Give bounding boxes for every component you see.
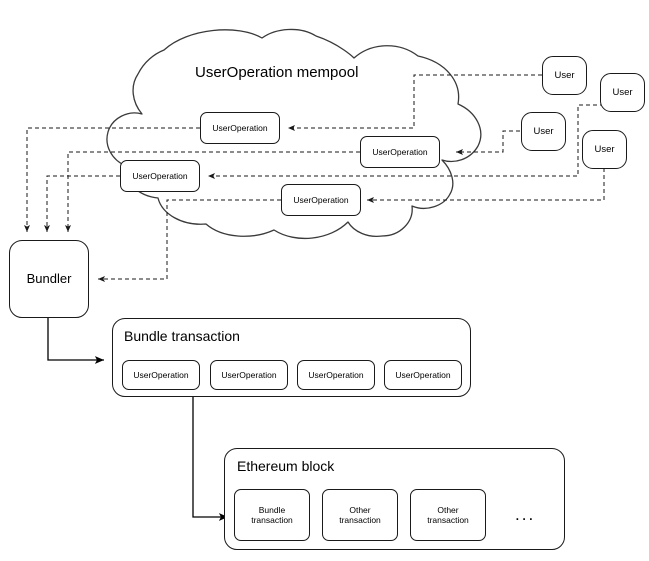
mempool-userop-1[interactable]: UserOperation — [200, 112, 280, 144]
mempool-userop-2[interactable]: UserOperation — [360, 136, 440, 168]
ethereum-block-overflow-ellipsis: ... — [515, 505, 536, 524]
user-node-1[interactable]: User — [542, 56, 587, 95]
user-node-3-label: User — [533, 125, 554, 137]
edge-userop1-to-bundler — [24, 127, 200, 232]
edge-userop4-to-bundler — [98, 199, 281, 282]
edge-user3-to-userop2 — [456, 130, 520, 155]
bundle-transaction-item-2-label: UserOperation — [221, 369, 277, 380]
edge-userop2-to-bundler — [65, 151, 360, 232]
mempool-userop-1-label: UserOperation — [212, 122, 268, 133]
edge-bundle-transaction-to-block — [192, 397, 228, 521]
ethereum-block-item-other-transaction-1[interactable]: Other transaction — [322, 489, 398, 541]
edge-bundler-to-bundle-transaction — [47, 318, 104, 364]
bundle-transaction-item-4[interactable]: UserOperation — [384, 360, 462, 390]
ethereum-block-item-3-line1: Other — [437, 504, 459, 515]
user-node-3[interactable]: User — [521, 112, 566, 151]
ethereum-block-item-2-line2: transaction — [339, 515, 381, 525]
user-node-1-label: User — [554, 69, 575, 81]
mempool-userop-4[interactable]: UserOperation — [281, 184, 361, 216]
user-node-4-label: User — [594, 143, 615, 155]
ethereum-block-item-other-transaction-2[interactable]: Other transaction — [410, 489, 486, 541]
mempool-userop-3[interactable]: UserOperation — [120, 160, 200, 192]
ethereum-block-item-3-line2: transaction — [427, 515, 469, 525]
ethereum-block-item-2-line1: Other — [349, 504, 371, 515]
bundle-transaction-item-4-label: UserOperation — [395, 369, 451, 380]
ethereum-block-item-1-line2: transaction — [251, 515, 293, 525]
ethereum-block-title: Ethereum block — [237, 458, 335, 474]
user-node-2-label: User — [612, 86, 633, 98]
bundle-transaction-item-3-label: UserOperation — [308, 369, 364, 380]
mempool-userop-3-label: UserOperation — [132, 170, 188, 181]
edge-user2-to-userop3 — [208, 104, 604, 179]
mempool-cloud-title: UserOperation mempool — [195, 64, 359, 81]
mempool-userop-2-label: UserOperation — [372, 146, 428, 157]
bundler-node[interactable]: Bundler — [9, 240, 89, 318]
edge-user4-to-userop4 — [367, 168, 605, 203]
bundle-transaction-item-2[interactable]: UserOperation — [210, 360, 288, 390]
bundle-transaction-item-1[interactable]: UserOperation — [122, 360, 200, 390]
bundle-transaction-item-1-label: UserOperation — [133, 369, 189, 380]
mempool-cloud-shape — [106, 28, 482, 240]
bundle-transaction-item-3[interactable]: UserOperation — [297, 360, 375, 390]
user-node-2[interactable]: User — [600, 73, 645, 112]
edge-user1-to-userop1 — [288, 74, 542, 131]
mempool-userop-4-label: UserOperation — [293, 194, 349, 205]
bundler-label: Bundler — [26, 271, 72, 287]
bundle-transaction-title: Bundle transaction — [124, 328, 240, 344]
ethereum-block-item-1-line1: Bundle — [258, 504, 286, 515]
ethereum-block-item-bundle-transaction[interactable]: Bundle transaction — [234, 489, 310, 541]
edge-userop3-to-bundler — [44, 175, 120, 232]
user-node-4[interactable]: User — [582, 130, 627, 169]
